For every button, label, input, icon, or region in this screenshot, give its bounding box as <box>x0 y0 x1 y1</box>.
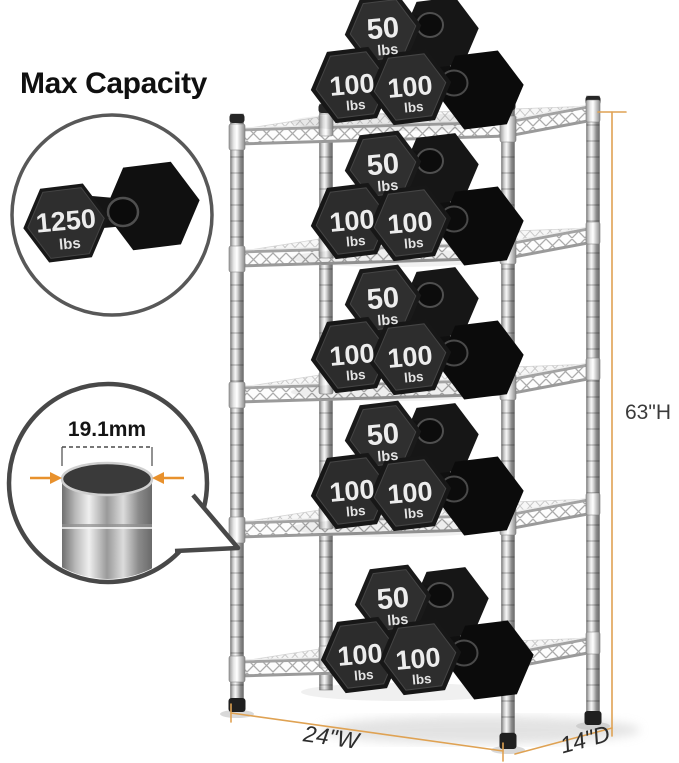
max-capacity-dumbbell: 1250 lbs <box>18 158 205 266</box>
dumbbell-unit-label: lbs <box>377 312 399 330</box>
bubble-tail <box>174 493 241 554</box>
dumbbell-weight-label: 100 <box>336 638 384 672</box>
dumbbell-unit-label: lbs <box>403 505 424 522</box>
dumbbell-unit-label: lbs <box>403 235 424 252</box>
dumbbell-unit-label: lbs <box>345 97 366 114</box>
dumbbell-unit-label: lbs <box>403 369 424 386</box>
dumbbell-weight-label: 100 <box>394 642 442 676</box>
dumbbell-group-tier3: 50 lbs 100 lbs 100 lbs <box>291 398 528 538</box>
dumbbell-unit-label: lbs <box>411 671 432 688</box>
dumbbell-unit-label: lbs <box>403 99 424 116</box>
max-capacity-title: Max Capacity <box>20 67 208 100</box>
dumbbell-weight-label: 100 <box>386 206 434 240</box>
dumbbell-unit-label: lbs <box>377 448 399 466</box>
dumbbell-weight-label: 100 <box>386 340 434 374</box>
max-capacity-callout: 1250 lbs <box>10 113 214 317</box>
dumbbell-weight-label: 50 <box>365 148 400 183</box>
dumbbell-weight-label: 100 <box>386 476 434 510</box>
width-dimension-line <box>230 712 504 752</box>
dumbbell-weight-label: 50 <box>365 282 400 317</box>
arrow-right-head <box>152 472 164 484</box>
arrow-left-head <box>50 472 62 484</box>
height-dimension-label: 63"H <box>625 401 671 424</box>
max-capacity-unit: lbs <box>58 235 81 254</box>
dumbbell-unit-label: lbs <box>377 42 399 60</box>
rack-post-back-right <box>584 95 602 725</box>
dumbbell-unit-label: lbs <box>353 667 374 684</box>
dumbbell-unit-label: lbs <box>377 178 399 196</box>
depth-dimension-line <box>514 727 613 755</box>
dumbbell-weight-label: 100 <box>328 68 376 102</box>
dumbbell-weight-label: 100 <box>386 70 434 104</box>
dumbbell-group-tier4: 50 lbs 100 lbs 100 lbs <box>301 562 538 702</box>
dumbbell-group-tier1: 50 lbs 100 lbs 100 lbs <box>291 128 528 268</box>
dumbbell-unit-label: lbs <box>387 612 409 630</box>
rack-post-front-left <box>228 113 246 712</box>
pole-closeup <box>60 461 154 579</box>
dumbbell-weight-label: 50 <box>365 12 400 47</box>
dumbbell-weight-label: 100 <box>328 474 376 508</box>
dumbbell-weight-label: 50 <box>365 418 400 453</box>
dumbbell-group-tier2: 50 lbs 100 lbs 100 lbs <box>291 262 528 402</box>
dumbbell-unit-label: lbs <box>345 233 366 250</box>
dumbbell-weight-label: 100 <box>328 338 376 372</box>
dumbbell-unit-label: lbs <box>345 503 366 520</box>
dumbbell-unit-label: lbs <box>345 367 366 384</box>
pole-diameter-measure: 19.1mm <box>30 418 184 484</box>
dumbbell-weight-label: 50 <box>375 582 410 617</box>
pole-diameter-callout: 19.1mm <box>6 381 241 585</box>
dumbbell-weight-label: 100 <box>328 204 376 238</box>
pole-diameter-label: 19.1mm <box>68 418 146 441</box>
max-capacity-weight: 1250 <box>35 203 97 238</box>
dumbbell-group-top: 50 lbs 100 lbs 100 lbs <box>291 0 528 132</box>
